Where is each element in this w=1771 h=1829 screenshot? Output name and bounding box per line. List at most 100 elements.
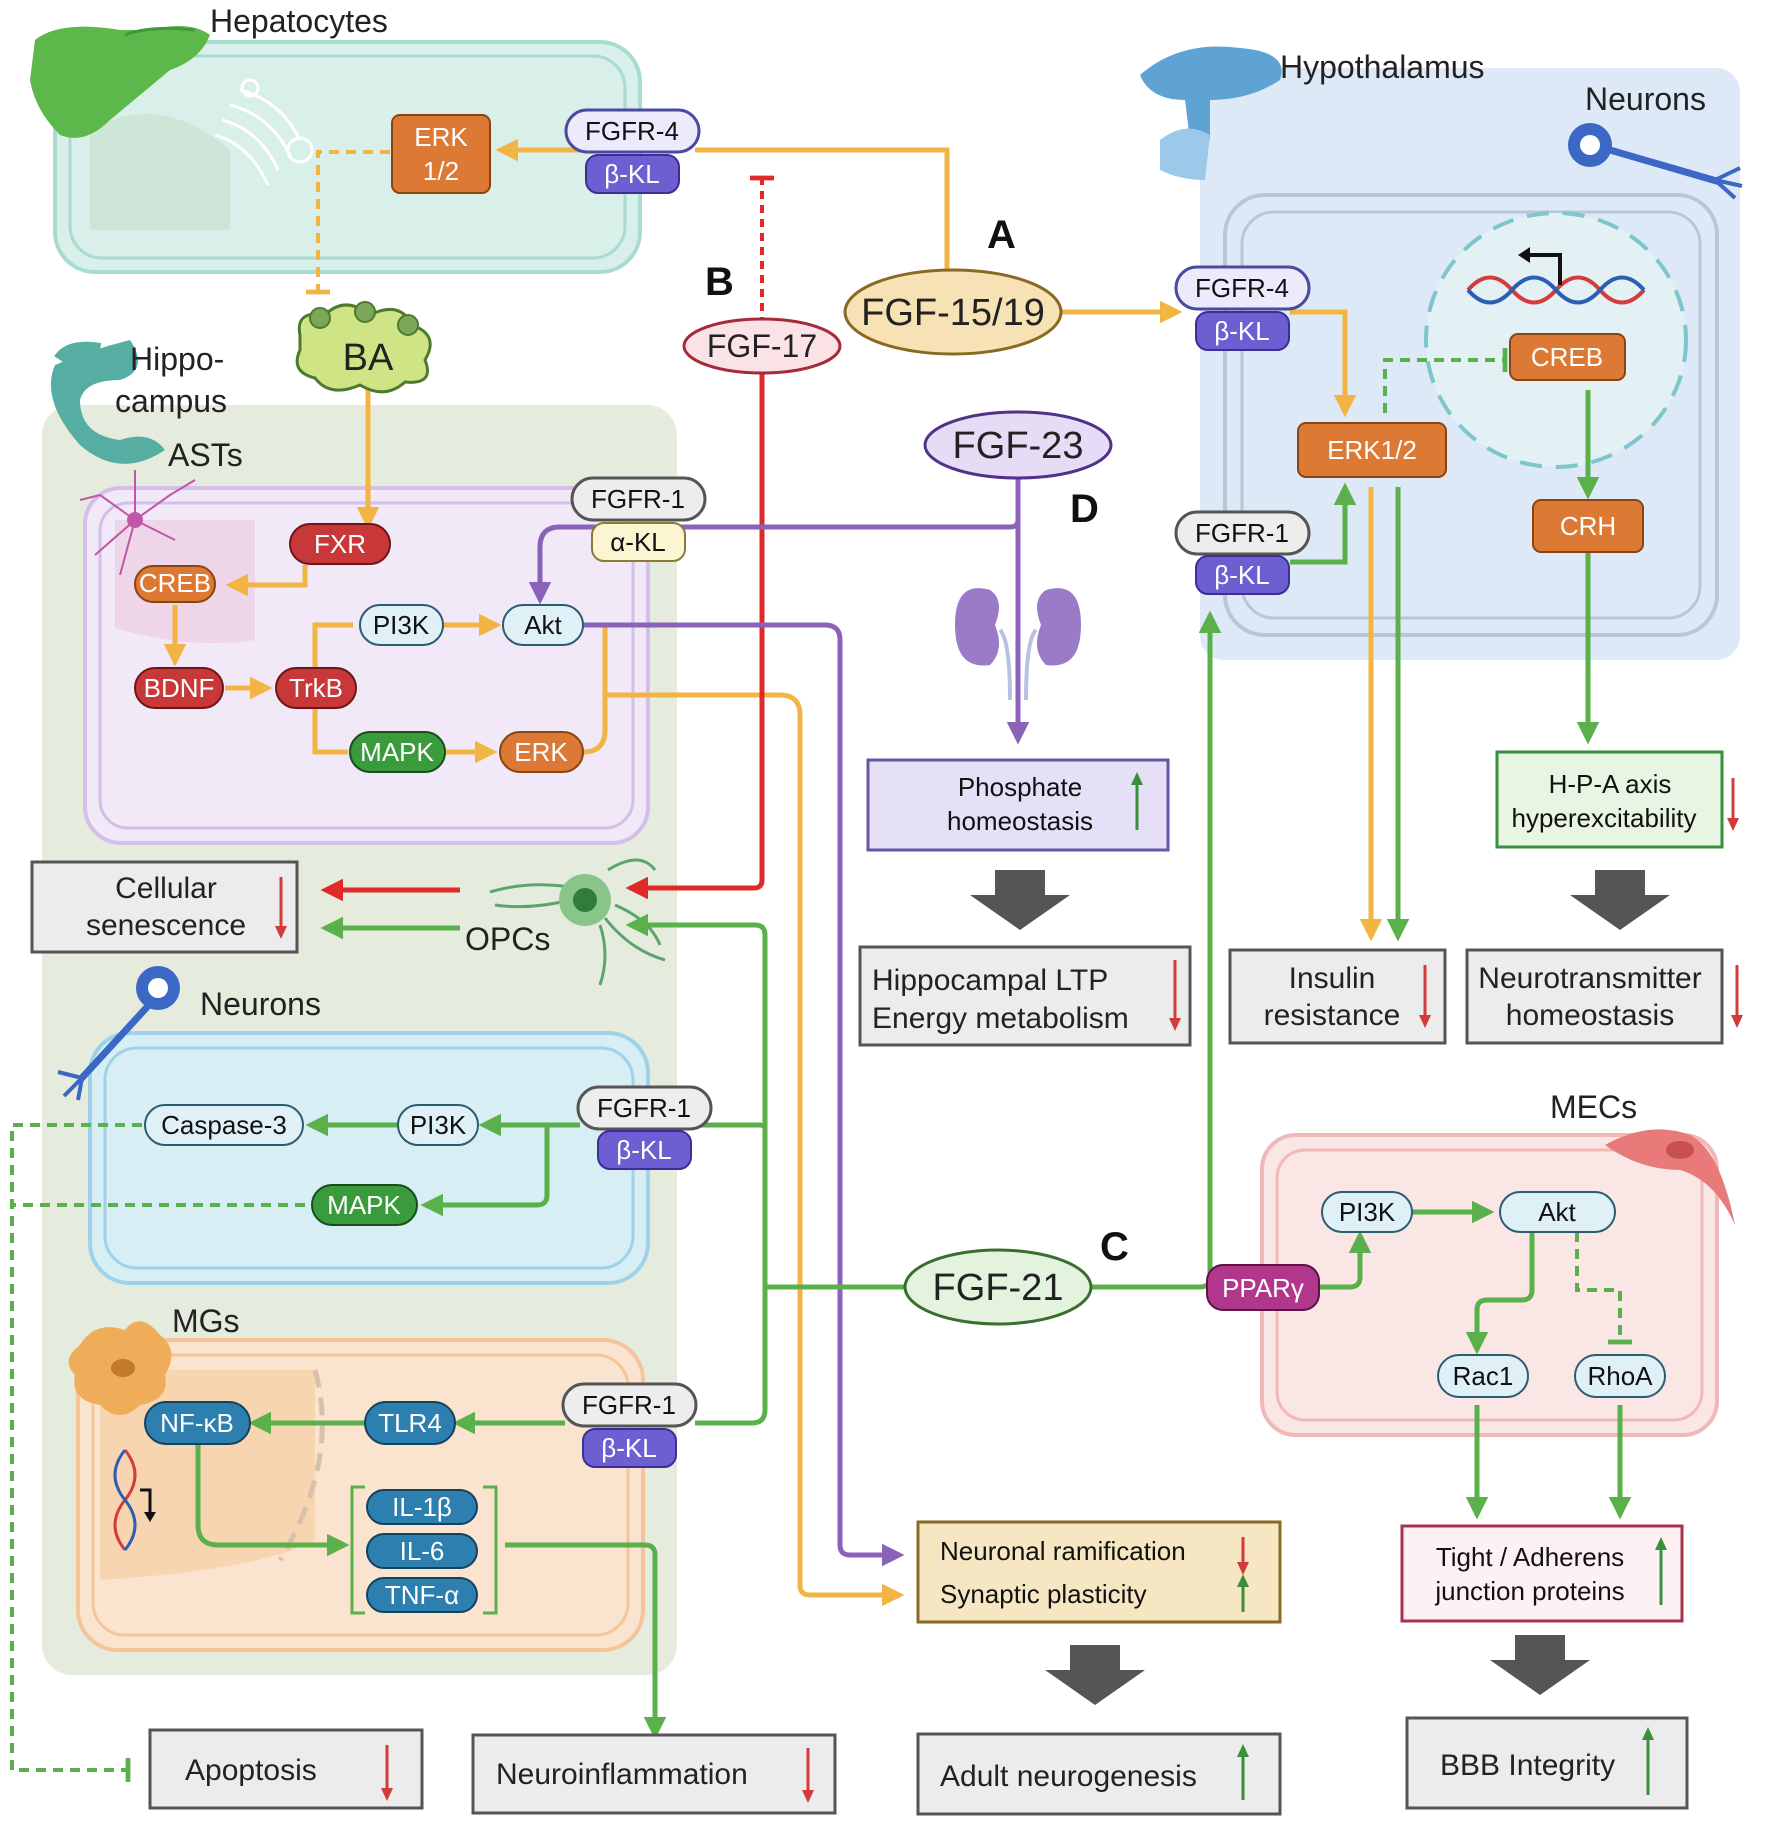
mapk-ast-label: MAPK bbox=[360, 737, 434, 767]
synaptic-plasticity-label: Synaptic plasticity bbox=[940, 1579, 1147, 1609]
akt-ast-label: Akt bbox=[524, 610, 562, 640]
insulin-line1: Insulin bbox=[1289, 962, 1376, 995]
outcome-neuroinflammation: Neuroinflammation bbox=[471, 1733, 837, 1815]
fgf17-label: FGF-17 bbox=[707, 328, 817, 364]
molecule-crh: CRH bbox=[1532, 499, 1644, 553]
fgf17-to-opcs bbox=[625, 368, 765, 900]
phosphate-line2: homeostasis bbox=[947, 806, 1093, 836]
creb-hypo-label: CREB bbox=[1531, 342, 1603, 372]
fgf21-to-fgfr1-hypo bbox=[1198, 610, 1222, 1290]
bbb-integrity-label: BBB Integrity bbox=[1440, 1749, 1615, 1782]
hpa-line1: H-P-A axis bbox=[1549, 769, 1672, 799]
big-down-arrow-icon bbox=[1570, 870, 1670, 930]
pathway-letter-c: C bbox=[1100, 1225, 1129, 1269]
organelle-icon bbox=[214, 78, 314, 186]
endothelial-cell-icon bbox=[1605, 1129, 1735, 1225]
il6-label: IL-6 bbox=[400, 1536, 445, 1566]
outcome-neuronal-synaptic: Neuronal ramification Synaptic plasticit… bbox=[916, 1520, 1282, 1624]
trkb-to-mapk bbox=[312, 688, 348, 755]
senescence-line2: senescence bbox=[86, 909, 246, 942]
molecule-akt-ast: Akt bbox=[502, 604, 584, 646]
fgf21-to-opcs bbox=[625, 913, 768, 1130]
ligand-ba: BA bbox=[295, 301, 432, 394]
hippocampus-label-1: Hippo- bbox=[130, 341, 224, 377]
bkl-hypo2-label: β-KL bbox=[1214, 560, 1269, 590]
big-down-arrow-icon bbox=[1045, 1645, 1145, 1705]
outcome-adult-neurogenesis: Adult neurogenesis bbox=[916, 1732, 1282, 1816]
akl-ast-label: α-KL bbox=[610, 527, 666, 557]
hypothalamus-neurons-label: Neurons bbox=[1585, 81, 1706, 117]
hepatocytes-label: Hepatocytes bbox=[210, 3, 388, 39]
receptor-fgfr1-mgs: FGFR-1 β-KL bbox=[561, 1382, 698, 1468]
cytokine-group: IL-1β IL-6 TNF-α bbox=[350, 1485, 498, 1615]
fgf23-label: FGF-23 bbox=[953, 425, 1084, 467]
fgf1519-pathway bbox=[163, 138, 1383, 1607]
neurons-region bbox=[88, 1031, 650, 1285]
bkl-mgs-label: β-KL bbox=[601, 1433, 656, 1463]
mapk-neurons-label: MAPK bbox=[327, 1190, 401, 1220]
neurotransmitter-line2: homeostasis bbox=[1506, 999, 1674, 1032]
ligand-fgf1519: FGF-15/19 bbox=[843, 268, 1063, 356]
molecule-rac1: Rac1 bbox=[1437, 1354, 1529, 1398]
ba-label: BA bbox=[343, 337, 394, 379]
neurotransmitter-line1: Neurotransmitter bbox=[1478, 962, 1701, 995]
trkb-label: TrkB bbox=[289, 673, 343, 703]
neuron-icon-hippocampus bbox=[57, 966, 180, 1101]
apoptosis-label: Apoptosis bbox=[185, 1754, 317, 1787]
molecule-akt-mec: Akt bbox=[1499, 1191, 1616, 1233]
fgf23-pathway bbox=[528, 474, 1030, 1567]
molecule-bdnf: BDNF bbox=[134, 667, 224, 709]
pathway-letter-a: A bbox=[987, 213, 1016, 257]
erk-to-synaptic bbox=[582, 692, 905, 1607]
fgf21-to-fgfr1-mgs bbox=[695, 1287, 768, 1426]
outcome-bbb-integrity: BBB Integrity bbox=[1405, 1716, 1689, 1810]
molecule-nfkb: NF-κB bbox=[144, 1401, 251, 1445]
neuron-icon-hypothalamus bbox=[1568, 123, 1743, 200]
molecule-ppary: PPARγ bbox=[1206, 1264, 1320, 1311]
fgf1519-to-fgfr4-hep bbox=[695, 147, 950, 272]
hypothalamus-icon bbox=[1140, 46, 1282, 180]
molecule-trkb: TrkB bbox=[275, 667, 357, 709]
pathway-letter-d: D bbox=[1070, 487, 1099, 531]
fgf1519-label: FGF-15/19 bbox=[861, 292, 1045, 334]
ligand-fgf21: FGF-21 bbox=[903, 1248, 1093, 1326]
fgfr4-hep-label: FGFR-4 bbox=[585, 116, 679, 146]
molecule-mapk-neurons: MAPK bbox=[311, 1184, 418, 1226]
receptor-fgfr4-hep: FGFR-4 β-KL bbox=[564, 108, 701, 194]
mgs-label: MGs bbox=[172, 1303, 240, 1339]
molecule-fxr: FXR bbox=[289, 523, 391, 565]
molecule-mapk-ast: MAPK bbox=[349, 731, 446, 773]
fgf21-label: FGF-21 bbox=[933, 1267, 1064, 1309]
pathway-letter-b: B bbox=[705, 260, 734, 304]
receptor-fgfr4-hypo: FGFR-4 β-KL bbox=[1174, 265, 1311, 351]
senescence-line1: Cellular bbox=[115, 872, 217, 905]
outcome-apoptosis: Apoptosis bbox=[148, 1728, 424, 1810]
hypothalamus-label: Hypothalamus bbox=[1280, 49, 1485, 85]
outcome-cellular-senescence: Cellular senescence bbox=[30, 860, 299, 954]
tlr4-label: TLR4 bbox=[378, 1408, 442, 1438]
hippocampus-label: Hippo-campus bbox=[115, 341, 227, 419]
fgfr1-mgs-label: FGFR-1 bbox=[582, 1390, 676, 1420]
crh-label: CRH bbox=[1560, 511, 1616, 541]
hippocampus-neurons-label: Neurons bbox=[200, 986, 321, 1022]
fgfr1-ast-label: FGFR-1 bbox=[591, 484, 685, 514]
caspase3-label: Caspase-3 bbox=[161, 1110, 287, 1140]
molecule-erk12-hypo: ERK1/2 bbox=[1297, 422, 1447, 478]
bkl-hypo-label: β-KL bbox=[1214, 316, 1269, 346]
akt-inhibits-rhoa bbox=[1575, 1232, 1632, 1345]
outcome-neurotransmitter: Neurotransmitter homeostasis bbox=[1465, 948, 1743, 1045]
hippocampus-label-2: campus bbox=[115, 383, 227, 419]
tight-line2: junction proteins bbox=[1434, 1576, 1624, 1606]
receptor-fgfr1-hypo: FGFR-1 β-KL bbox=[1174, 510, 1311, 595]
asts-label: ASTs bbox=[168, 437, 243, 473]
nfkb-label: NF-κB bbox=[160, 1408, 234, 1438]
ligand-fgf23: FGF-23 bbox=[923, 410, 1113, 480]
molecule-rhoa: RhoA bbox=[1574, 1354, 1666, 1398]
akt-to-rac1 bbox=[1465, 1232, 1535, 1355]
